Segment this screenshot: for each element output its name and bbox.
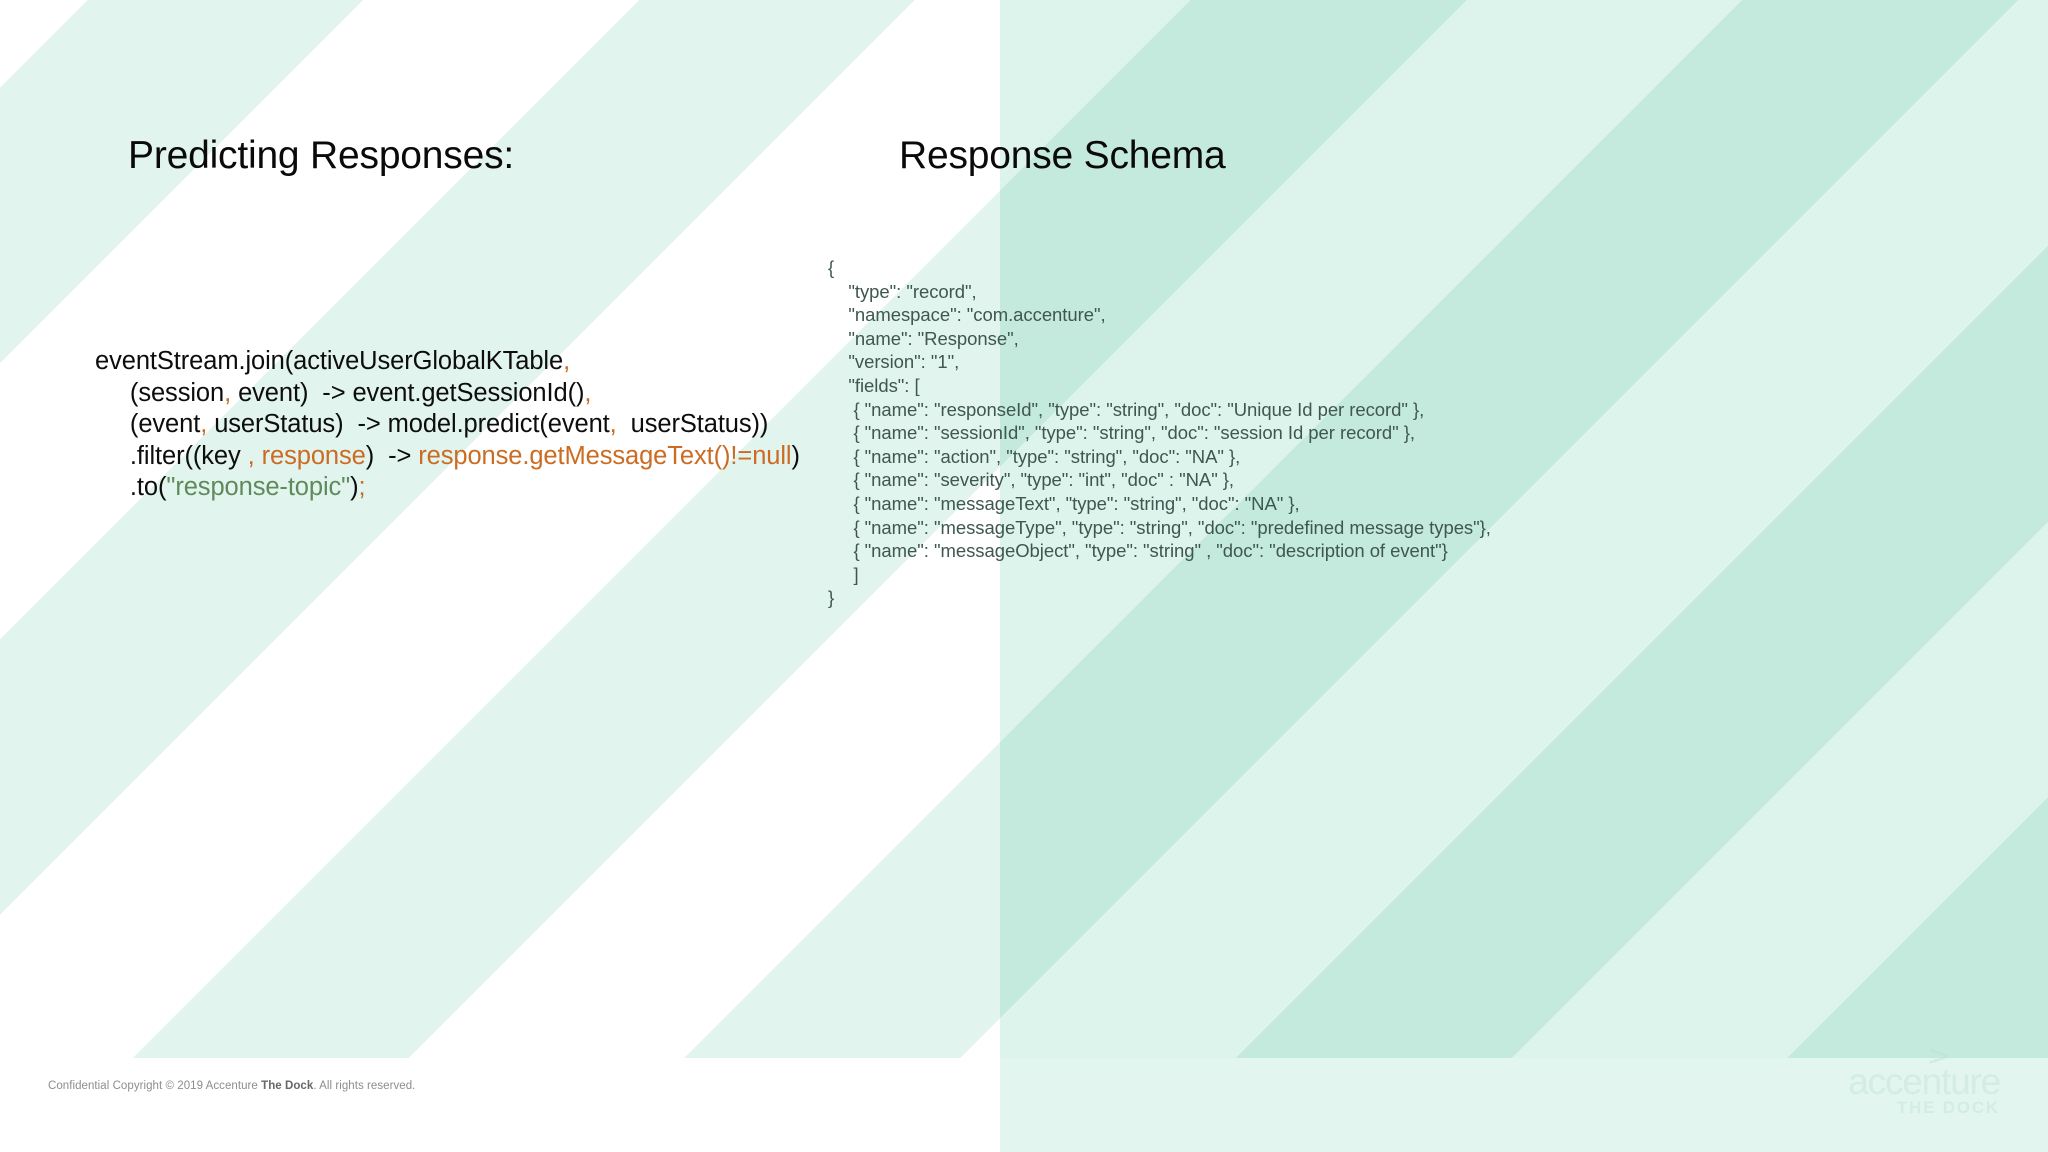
schema-line: { — [828, 257, 835, 278]
code-token: , — [609, 410, 617, 438]
code-token: , response — [247, 441, 366, 470]
footer-copyright-suffix: . All rights reserved. — [313, 1080, 416, 1092]
code-token: ) -> — [365, 441, 419, 470]
right-panel-title: Response Schema — [899, 134, 1226, 177]
code-snippet-block: eventStream.join(activeUserGlobalKTable,… — [95, 346, 800, 504]
code-token: , — [584, 378, 592, 407]
schema-line: "namespace": "com.accenture", — [828, 304, 1106, 326]
code-token: (event — [95, 410, 201, 438]
greater-than-icon: > — [1928, 1040, 1951, 1073]
schema-line: { "name": "messageType", "type": "string… — [828, 516, 1491, 538]
schema-line: "fields": [ — [828, 374, 920, 396]
schema-line: { "name": "action", "type": "string", "d… — [828, 445, 1241, 467]
code-token: "response-topic" — [166, 473, 351, 501]
code-token: response.getMessageText() — [418, 441, 731, 470]
schema-line: } — [828, 587, 835, 609]
code-token: , — [224, 378, 232, 407]
schema-line: "version": "1", — [828, 351, 960, 373]
code-token: ) — [791, 441, 800, 470]
footer-copyright-brand: The Dock — [261, 1080, 314, 1092]
code-token: userStatus) -> model.predict(event — [207, 410, 610, 438]
schema-line: { "name": "sessionId", "type": "string",… — [828, 422, 1415, 444]
schema-line: { "name": "messageObject", "type": "stri… — [828, 540, 1448, 562]
code-token: (session — [95, 378, 225, 407]
code-token: , — [200, 410, 208, 438]
footer-copyright-prefix: Confidential Copyright © 2019 Accenture — [48, 1080, 262, 1092]
code-line: eventStream.join(activeUserGlobalKTable, — [95, 346, 800, 378]
schema-line: { "name": "messageText", "type": "string… — [828, 492, 1300, 514]
accenture-wordmark: accenture — [1848, 1061, 2001, 1102]
code-line: (session, event) -> event.getSessionId()… — [95, 378, 800, 410]
avro-schema-block: { "type": "record", "namespace": "com.ac… — [828, 256, 1491, 610]
schema-line: "name": "Response", — [828, 327, 1019, 349]
bottom-band-left — [0, 1058, 1000, 1152]
code-token: null — [752, 441, 792, 470]
schema-line: { "name": "severity", "type": "int", "do… — [828, 469, 1235, 491]
footer-copyright: Confidential Copyright © 2019 Accenture … — [48, 1080, 415, 1092]
schema-line: "type": "record", — [828, 280, 977, 302]
code-token: ; — [358, 473, 366, 501]
code-token: userStatus)) — [616, 410, 769, 438]
code-token: , — [563, 347, 571, 375]
code-token: event) -> event.getSessionId() — [231, 378, 585, 407]
code-token: .filter((key — [95, 441, 248, 470]
accenture-logo: > accenture THE DOCK — [1815, 1042, 2001, 1120]
code-token: ) — [350, 473, 359, 501]
code-token: eventStream.join(activeUserGlobalKTable — [95, 347, 564, 375]
code-token: != — [730, 441, 753, 470]
left-panel-title: Predicting Responses: — [128, 134, 515, 177]
schema-line: { "name": "responseId", "type": "string"… — [828, 398, 1425, 420]
code-token: .to( — [95, 473, 167, 501]
code-line: .to("response-topic"); — [95, 472, 800, 504]
code-line: .filter((key , response) -> response.get… — [95, 441, 800, 473]
schema-line: ] — [828, 563, 859, 585]
code-line: (event, userStatus) -> model.predict(eve… — [95, 409, 800, 441]
the-dock-wordmark: THE DOCK — [1896, 1098, 2000, 1117]
